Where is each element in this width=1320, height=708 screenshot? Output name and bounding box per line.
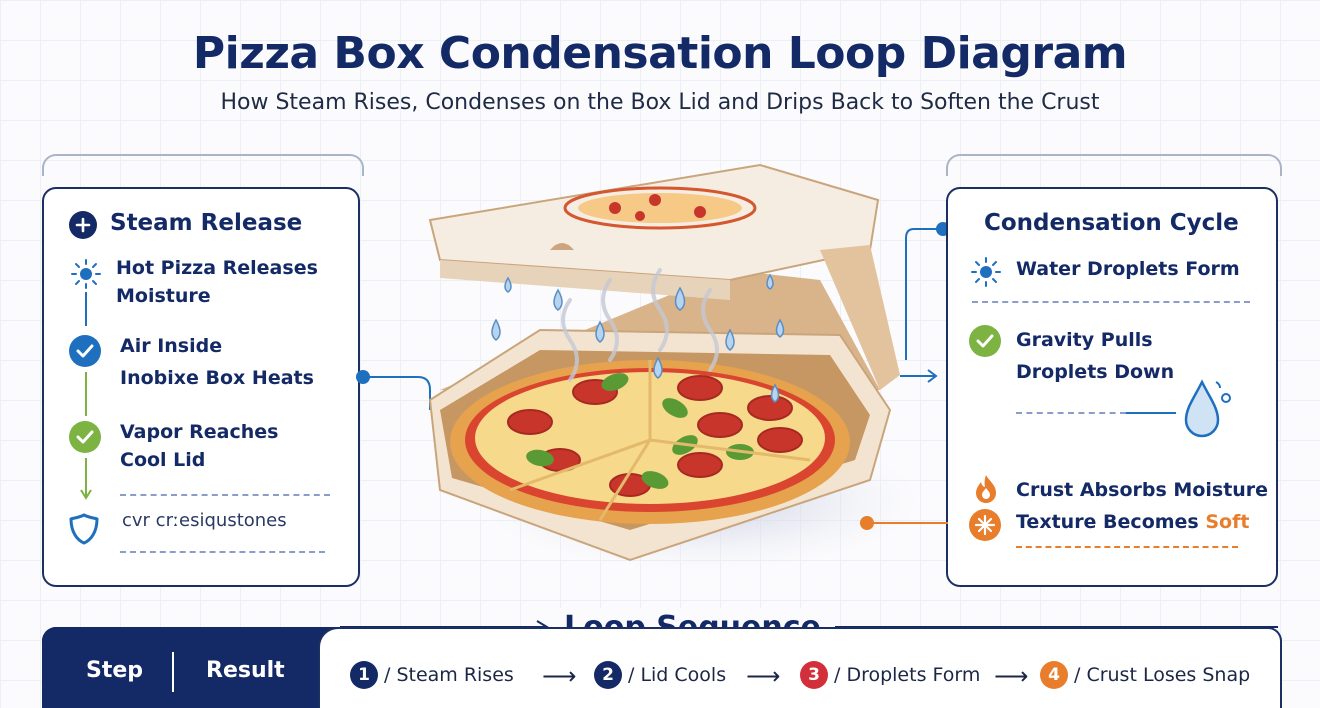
left-item-1-line2: Moisture	[116, 285, 211, 307]
left-item-3-line1: Vapor Reaches	[120, 421, 279, 443]
step-4-label: / Crust Loses Snap	[1074, 664, 1251, 686]
droplet-icon	[1184, 379, 1231, 438]
steam-release-title: Steam Release	[110, 210, 303, 236]
dashed-divider-orange	[1016, 546, 1238, 548]
column-separator	[172, 652, 174, 692]
dashed-divider	[120, 494, 330, 496]
right-item-2-line2: Droplets Down	[1016, 361, 1175, 383]
page-title: Pizza Box Condensation Loop Diagram	[192, 28, 1128, 79]
left-item-2-line1: Air Inside	[120, 335, 223, 357]
left-panel-bracket	[42, 154, 364, 176]
right-panel-bracket	[946, 154, 1282, 176]
left-item-2-line2: Inobixe Box Heats	[120, 367, 314, 389]
step-4-number: 4	[1040, 661, 1068, 689]
soft-highlight: Soft	[1205, 511, 1250, 533]
right-connector	[900, 222, 950, 383]
step-arrow: ⟶	[542, 662, 577, 690]
step-1-label: / Steam Rises	[384, 664, 514, 686]
step-3-number: 3	[800, 661, 828, 689]
texture-label: Texture Becomes	[1016, 511, 1206, 533]
orange-connector	[860, 516, 948, 530]
connector-line	[85, 372, 87, 416]
right-item-1-text: Water Droplets Form	[1016, 258, 1240, 280]
sun-icon	[71, 259, 101, 289]
step-1-number: 1	[350, 661, 378, 689]
check-circle-icon	[69, 421, 101, 453]
right-item-4-text: Texture Becomes Soft	[1016, 508, 1249, 536]
condensation-cycle-title: Condensation Cycle	[984, 210, 1239, 236]
step-column-label: Step	[86, 658, 144, 683]
burst-icon	[969, 509, 1001, 541]
check-circle-icon	[969, 325, 1001, 357]
step-2-label: / Lid Cools	[628, 664, 727, 686]
left-item-3-line2: Cool Lid	[120, 449, 206, 471]
result-column-label: Result	[206, 658, 285, 683]
right-item-2-line1: Gravity Pulls	[1016, 329, 1153, 351]
check-circle-icon	[69, 335, 101, 367]
dashed-divider	[972, 301, 1250, 303]
solid-divider	[1126, 412, 1176, 414]
left-item-1-line1: Hot Pizza Releases	[116, 257, 318, 279]
connector-line	[85, 292, 87, 326]
dashed-divider	[1016, 412, 1126, 414]
sequence-header-block	[42, 627, 342, 708]
flame-icon	[976, 475, 996, 503]
right-item-3-text: Crust Absorbs Moisture	[1016, 479, 1269, 501]
step-3-label: / Droplets Form	[834, 664, 981, 686]
left-item-4-text: cvr crːesiqustones	[122, 510, 287, 531]
step-arrow: ⟶	[746, 662, 781, 690]
plus-circle-icon	[69, 211, 97, 239]
step-2-number: 2	[594, 661, 622, 689]
arrow-down-icon	[80, 458, 92, 500]
pizza-box-illustration	[428, 163, 920, 570]
left-connector	[356, 370, 431, 410]
sun-icon	[971, 257, 1001, 287]
dashed-divider	[120, 551, 325, 553]
condensation-cycle-card	[946, 187, 1278, 587]
page-subtitle: How Steam Rises, Condenses on the Box Li…	[220, 90, 1100, 115]
step-arrow: ⟶	[994, 662, 1029, 690]
shield-icon	[69, 513, 99, 545]
